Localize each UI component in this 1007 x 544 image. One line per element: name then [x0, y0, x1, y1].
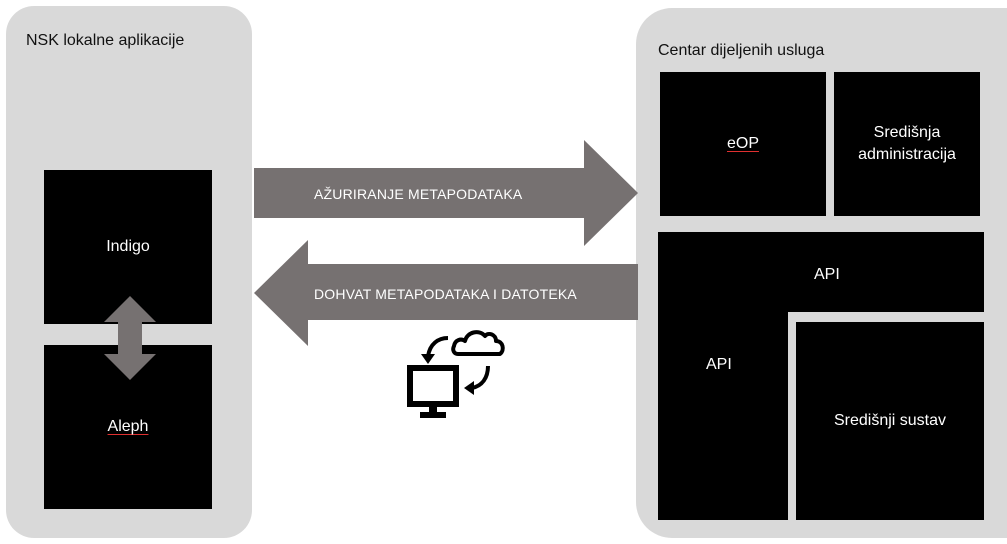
central-administration-label-line2: administracija [858, 146, 956, 163]
api-block [658, 232, 984, 520]
eop-label: eOP [726, 135, 759, 153]
central-system-block: Središnji sustav [796, 322, 984, 520]
central-system-label: Središnji sustav [833, 412, 947, 430]
aleph-block: Aleph [44, 345, 212, 509]
fetch-metadata-label: DOHVAT METAPODATAKA I DATOTEKA [314, 286, 577, 302]
central-administration-block: Središnja administracija [834, 72, 980, 216]
api-left-label: API [706, 356, 732, 373]
update-metadata-label: AŽURIRANJE METAPODATAKA [314, 186, 523, 202]
right-panel-title: Centar dijeljenih usluga [658, 42, 825, 59]
aleph-label: Aleph [107, 418, 149, 436]
double-headed-arrow-icon [104, 296, 156, 380]
computer-cloud-sync-icon [407, 330, 505, 418]
indigo-label: Indigo [106, 238, 150, 256]
left-panel-title: NSK lokalne aplikacije [26, 32, 185, 49]
fetch-metadata-arrow [254, 240, 638, 346]
api-top-label: API [814, 266, 840, 283]
central-administration-label-line1: Središnja [873, 124, 941, 142]
update-metadata-arrow [254, 140, 638, 246]
eop-block: eOP [660, 72, 826, 216]
